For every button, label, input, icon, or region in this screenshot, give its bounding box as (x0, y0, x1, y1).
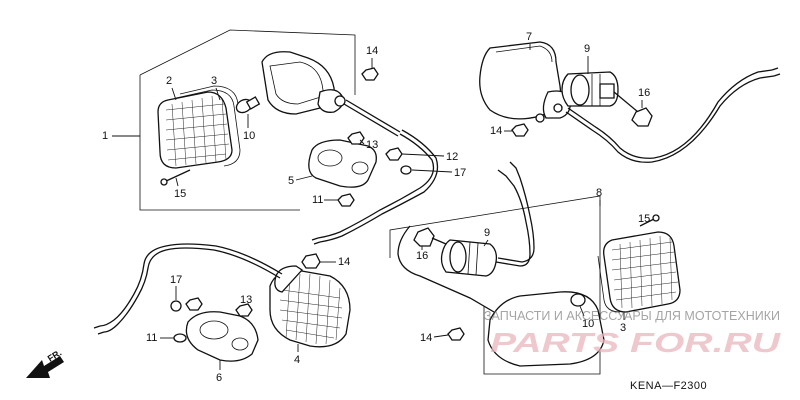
callout-label: 13 (240, 294, 252, 306)
callout-label: 9 (484, 227, 490, 239)
callout-label: 3 (211, 75, 217, 87)
callout-label: 6 (216, 372, 222, 384)
lens-part (157, 91, 233, 169)
callout-label: 11 (312, 194, 323, 206)
assembly-rear-right (479, 41, 781, 163)
stay-part (308, 139, 377, 188)
callout-label: 14 (338, 256, 350, 268)
callout-label: 8 (596, 187, 602, 199)
assembly-rear-left (389, 161, 681, 375)
callout-label: 15 (638, 213, 650, 225)
callout-label: 16 (638, 87, 650, 99)
gasket-part (175, 89, 241, 167)
bulb-part (235, 96, 261, 114)
callout-label: 17 (170, 274, 182, 286)
callout-label: 10 (243, 130, 255, 142)
watermark: ЗАПЧАСТИ И АКСЕССУАРЫ ДЛЯ МОТОТЕХНИКИ PA… (484, 308, 781, 358)
callout-label: 17 (454, 167, 466, 179)
assembly-front-left (139, 29, 439, 245)
callout-label: 3 (620, 322, 626, 334)
callout-label: 5 (288, 175, 294, 187)
callout-label: 11 (146, 332, 157, 344)
rubber-part (561, 71, 639, 113)
callout-label: 10 (582, 318, 594, 330)
nut-part (361, 67, 379, 81)
callout-label: 15 (174, 188, 186, 200)
callout-label: 14 (420, 332, 432, 344)
callout-label: 14 (490, 125, 502, 137)
housing-part (261, 51, 401, 137)
callout-label: 13 (366, 139, 378, 151)
watermark-caption: ЗАПЧАСТИ И АКСЕССУАРЫ ДЛЯ МОТОТЕХНИКИ (484, 308, 780, 323)
callout-label: 4 (294, 354, 300, 366)
callout-label: 14 (366, 45, 378, 57)
callout-label: 12 (446, 151, 458, 163)
callout-label: 7 (526, 31, 532, 43)
callout-label: 9 (584, 43, 590, 55)
screw-part (160, 169, 191, 186)
callout-label: 2 (166, 75, 172, 87)
callout-label: 1 (102, 130, 108, 142)
callout-labels: 1 2 3 10 15 14 13 12 17 5 11 7 (102, 31, 650, 384)
diagram-code: KENA—F2300 (630, 380, 707, 392)
watermark-logo: PARTS FOR.RU (490, 327, 781, 358)
callout-label: 16 (416, 250, 428, 262)
assembly-front-right (93, 243, 351, 362)
front-direction-marker: FR. (26, 348, 64, 378)
